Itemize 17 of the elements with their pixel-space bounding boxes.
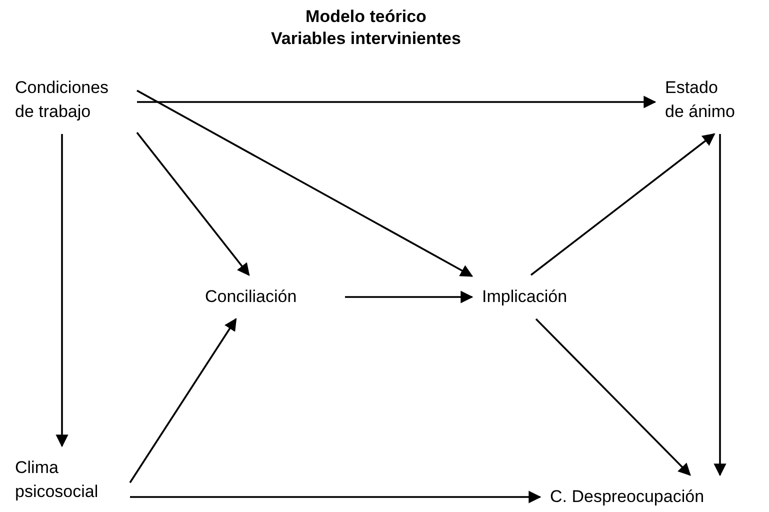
variable-label: Conciliación (205, 285, 335, 309)
arrow (130, 490, 542, 504)
arrow (535, 318, 691, 476)
arrow (129, 318, 237, 484)
variable-label: Condiciones de trabajo (15, 76, 127, 124)
arrow (137, 96, 656, 108)
variable-label: C. Despreocupación (550, 485, 742, 509)
arrow (136, 132, 250, 276)
variable-label: Estado de ánimo (665, 76, 737, 124)
variable-label: Clima psicosocial (15, 456, 120, 504)
arrow (714, 134, 726, 476)
arrow (56, 134, 68, 448)
arrow (345, 290, 474, 304)
variable-label: Implicación (482, 285, 600, 309)
arrow (530, 133, 716, 276)
diagram-title: Modelo teórico Variables intervinientes (270, 6, 462, 50)
arrow (136, 90, 474, 277)
